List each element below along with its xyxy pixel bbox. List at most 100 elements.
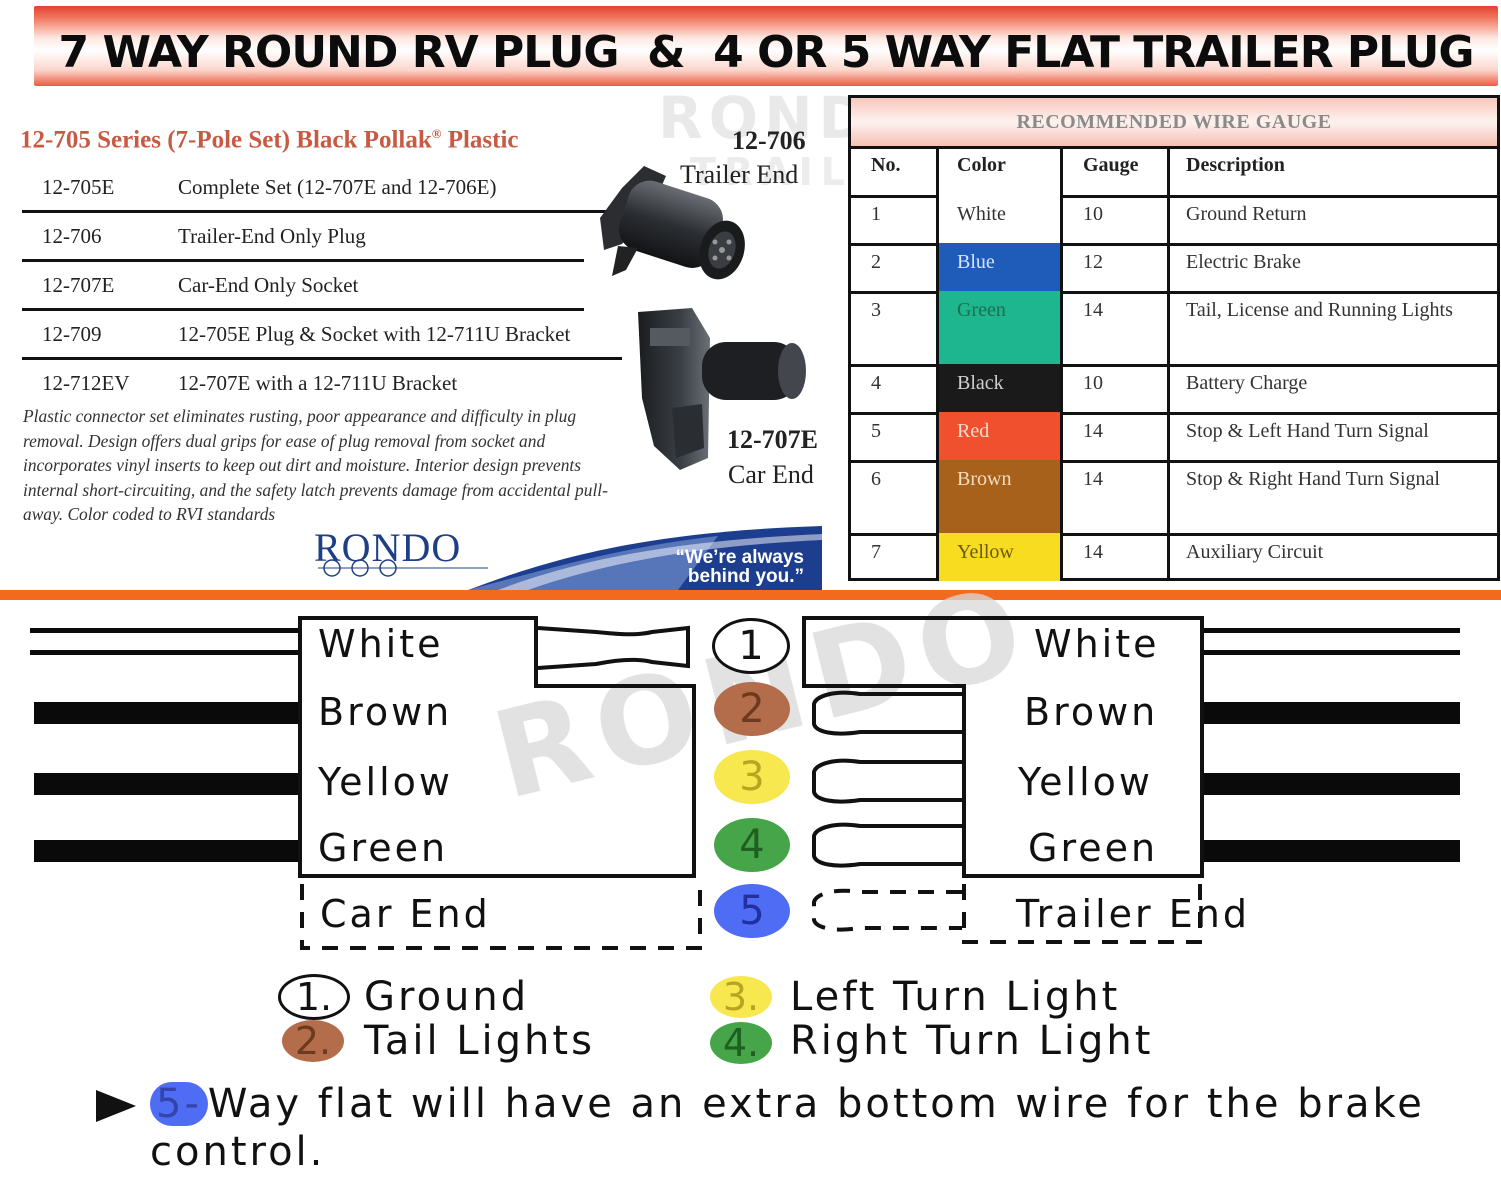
cell-no: 1 — [851, 195, 939, 243]
legend-2-badge: 2. — [282, 1020, 344, 1062]
cell-description: Stop & Left Hand Turn Signal — [1186, 420, 1429, 442]
trailer-wire-white-top — [1200, 628, 1460, 633]
trailer-part-number: 12-706 — [732, 126, 806, 155]
trailer-end-label: Trailer End — [1016, 892, 1250, 936]
part-number: 12-706 — [42, 224, 102, 248]
table-title: RECOMMENDED WIRE GAUGE — [1016, 111, 1332, 133]
cell-gauge: 14 — [1063, 412, 1170, 460]
car-end-connector — [298, 616, 702, 950]
legend-2-label: Tail Lights — [364, 1018, 595, 1064]
five-way-note: 5-Way flat will have an extra bottom wir… — [150, 1080, 1450, 1176]
part-row: 12-712EV 12-707E with a 12-711U Bracket — [22, 360, 622, 406]
page-title: 7 WAY ROUND RV PLUG & 4 OR 5 WAY FLAT TR… — [58, 27, 1475, 78]
cell-no: 6 — [851, 460, 939, 533]
cell-color: Brown — [939, 460, 1063, 533]
car-end-label: Car End — [320, 892, 491, 936]
cell-color: Black — [939, 364, 1063, 412]
trailer-wire-green — [1200, 840, 1460, 862]
parts-list: 12-705E Complete Set (12-707E and 12-706… — [22, 164, 622, 406]
note-arrow-icon — [96, 1090, 136, 1122]
trailer-label-yellow: Yellow — [1018, 760, 1153, 804]
header-color: Color — [939, 146, 1063, 195]
part-description: Complete Set (12-707E and 12-706E) — [178, 175, 497, 199]
cell-description: Ground Return — [1186, 203, 1307, 225]
pin-1-circle: 1 — [712, 618, 790, 674]
cell-description: Battery Charge — [1186, 372, 1308, 394]
logo-decoration-icon — [318, 559, 488, 577]
trailer-label-brown: Brown — [1024, 690, 1159, 734]
cell-color: Blue — [939, 243, 1063, 291]
cell-no: 3 — [851, 291, 939, 364]
car-wire-white-top — [30, 628, 300, 633]
part-row: 12-706 Trailer-End Only Plug — [22, 213, 584, 262]
trailer-end-plug-image — [600, 166, 745, 280]
car-label-brown: Brown — [318, 690, 453, 734]
legend-4-badge: 4. — [710, 1022, 772, 1064]
part-description: 12-705E Plug & Socket with 12-711U Brack… — [178, 322, 571, 346]
pin-5-circle: 5 — [714, 884, 790, 938]
car-wire-yellow — [34, 773, 300, 795]
cell-color: White — [939, 195, 1063, 243]
cell-gauge: 10 — [1063, 195, 1170, 243]
part-row: 12-709 12-705E Plug & Socket with 12-711… — [22, 311, 622, 360]
car-label-white: White — [318, 622, 444, 666]
legend-3-badge: 3. — [710, 976, 772, 1018]
legend-1-label: Ground — [364, 974, 530, 1020]
car-label-green: Green — [318, 826, 449, 870]
cell-color: Green — [939, 291, 1063, 364]
cell-color: Red — [939, 412, 1063, 460]
pin-4-circle: 4 — [714, 818, 790, 872]
part-description: 12-707E with a 12-711U Bracket — [178, 371, 458, 395]
cell-gauge: 14 — [1063, 460, 1170, 533]
slogan-swoosh — [468, 526, 822, 590]
cell-no: 5 — [851, 412, 939, 460]
header-no: No. — [851, 146, 939, 195]
registered-mark: ® — [431, 126, 442, 141]
trailer-wire-yellow — [1200, 773, 1460, 795]
part-number: 12-712EV — [42, 371, 130, 395]
trailer-end-connector — [802, 616, 1204, 944]
cell-description: Electric Brake — [1186, 251, 1301, 273]
cell-color: Yellow — [939, 533, 1063, 581]
trailer-part-label: Trailer End — [680, 160, 799, 189]
part-number: 12-709 — [42, 322, 102, 346]
cell-gauge: 14 — [1063, 533, 1170, 581]
note-text: Way flat will have an extra bottom wire … — [150, 1081, 1425, 1175]
pin-3-circle: 3 — [714, 750, 790, 804]
car-end-socket-image — [638, 308, 806, 470]
car-wire-brown — [34, 702, 300, 724]
cell-no: 2 — [851, 243, 939, 291]
cell-gauge: 12 — [1063, 243, 1170, 291]
pin-2-circle: 2 — [714, 682, 790, 736]
legend-4-label: Right Turn Light — [790, 1018, 1154, 1064]
cell-gauge: 10 — [1063, 364, 1170, 412]
part-number: 12-707E — [42, 273, 115, 297]
car-label-yellow: Yellow — [318, 760, 453, 804]
trailer-label-green: Green — [1028, 826, 1159, 870]
trailer-label-white: White — [1034, 622, 1160, 666]
trailer-wire-brown — [1200, 702, 1460, 724]
header-description: Description — [1186, 154, 1285, 176]
cell-description: Stop & Right Hand Turn Signal — [1186, 468, 1440, 490]
legend-3-label: Left Turn Light — [790, 974, 1121, 1020]
trailer-wire-white-bottom — [1200, 650, 1460, 655]
part-row: 12-707E Car-End Only Socket — [22, 262, 584, 311]
car-part-label: Car End — [728, 460, 814, 489]
part-row: 12-705E Complete Set (12-707E and 12-706… — [22, 164, 622, 213]
cell-no: 4 — [851, 364, 939, 412]
cell-description: Auxiliary Circuit — [1186, 541, 1324, 563]
part-description: Car-End Only Socket — [178, 273, 359, 297]
note-badge: 5- — [150, 1082, 208, 1126]
title-banner: 7 WAY ROUND RV PLUG & 4 OR 5 WAY FLAT TR… — [34, 6, 1498, 86]
part-number: 12-705E — [42, 175, 115, 199]
